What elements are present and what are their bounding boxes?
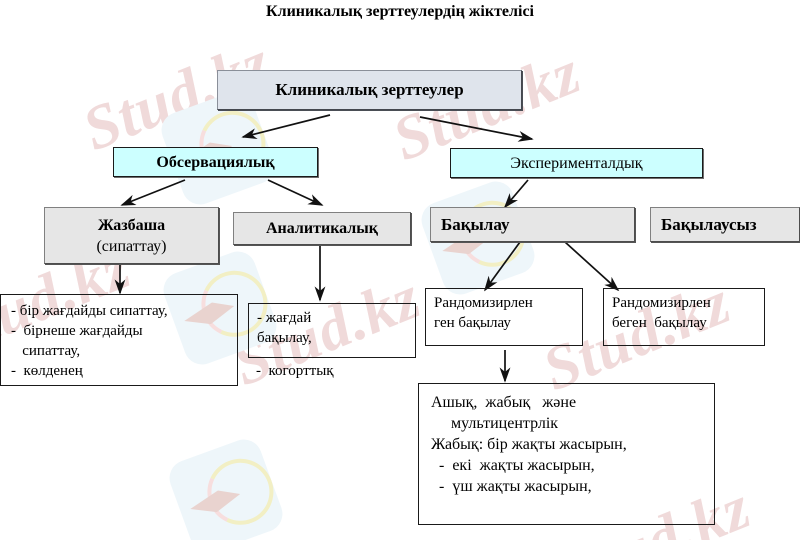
node-label: Бақылау	[441, 214, 510, 234]
node-label: Клиникалық зерттеулер	[275, 80, 464, 99]
node-label-line-5: - үш жақты жасырын,	[431, 478, 592, 495]
list-item-cohort: - когорттық	[256, 363, 334, 379]
node-descriptive-list[interactable]: - бір жағдайды сипаттау, - бірнеше жағда…	[0, 294, 238, 386]
node-label-line-1: Рандомизирлен	[612, 295, 711, 311]
node-label-line-3: Жабық: бір жақты жасырын,	[431, 436, 627, 453]
node-blinding-types[interactable]: Ашық, жабық және мультицентрлік Жабық: б…	[418, 383, 715, 525]
page-title: Клиникалық зерттеулердің жіктелісі	[266, 3, 534, 20]
list-item: - бір жағдайды сипаттау,	[11, 303, 168, 319]
node-label: Бақылаусыз	[661, 214, 757, 234]
node-descriptive[interactable]: Жазбаша (сипаттау)	[44, 207, 219, 264]
node-observational[interactable]: Обсервациялық	[113, 147, 318, 177]
node-label-line-1: Ашық, жабық және	[431, 394, 577, 411]
node-controlled[interactable]: Бақылау	[430, 207, 635, 242]
node-nonrandomized-controlled[interactable]: Рандомизирлен беген бақылау	[603, 288, 765, 346]
list-item: - көлденең	[11, 363, 83, 379]
node-label-line-4: - екі жақты жасырын,	[431, 457, 595, 474]
node-randomized-controlled[interactable]: Рандомизирлен ген бақылау	[425, 288, 583, 346]
node-label-line-1: Жазбаша	[97, 216, 166, 234]
node-analytical-list[interactable]: - жағдай бақылау,	[248, 303, 416, 358]
list-item: сипаттау,	[11, 343, 81, 359]
node-label: Эксперименталдық	[510, 154, 643, 172]
list-item: - бірнеше жағдайды	[11, 323, 143, 339]
node-analytical[interactable]: Аналитикалық	[233, 212, 411, 245]
node-uncontrolled[interactable]: Бақылаусыз	[650, 207, 800, 242]
node-label-line-2: беген бақылау	[612, 315, 707, 331]
list-item: бақылау,	[257, 330, 312, 346]
node-label: Обсервациялық	[156, 153, 275, 171]
node-experimental[interactable]: Эксперименталдық	[450, 148, 703, 178]
node-clinical-research[interactable]: Клиникалық зерттеулер	[217, 70, 522, 110]
node-label-line-2: (сипаттау)	[96, 237, 167, 255]
node-label: Аналитикалық	[266, 220, 378, 237]
node-label-line-2: мультицентрлік	[431, 415, 559, 432]
node-label-line-2: ген бақылау	[434, 315, 511, 331]
list-item: - жағдай	[257, 310, 312, 326]
node-label-line-1: Рандомизирлен	[434, 295, 533, 311]
